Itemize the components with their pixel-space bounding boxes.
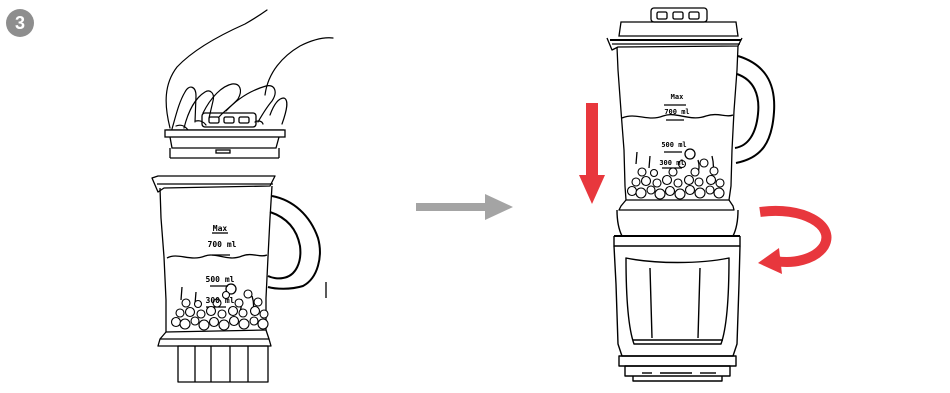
max-label-left: Max [213, 224, 228, 233]
step-number-badge: 3 [6, 9, 34, 37]
arrow-down-icon [579, 103, 605, 204]
rotate-arrow-icon [758, 211, 826, 274]
lid-in-hand [165, 113, 285, 158]
lid-assembled [610, 8, 741, 40]
ml-700-label-right: 700 ml [664, 108, 689, 116]
ml-500-label-left: 500 ml [206, 275, 235, 284]
ml-500-label-right: 500 ml [661, 141, 686, 149]
ml-700-label-left: 700 ml [208, 240, 237, 249]
max-label-right: Max [671, 93, 684, 101]
ml-300-label-right: 300 ml [659, 159, 684, 167]
motor-base [614, 210, 740, 381]
hand-illustration [166, 10, 333, 130]
ml-300-label-left: 300 ml [206, 296, 235, 305]
jar-left [152, 176, 326, 382]
arrow-right-icon [416, 194, 513, 220]
